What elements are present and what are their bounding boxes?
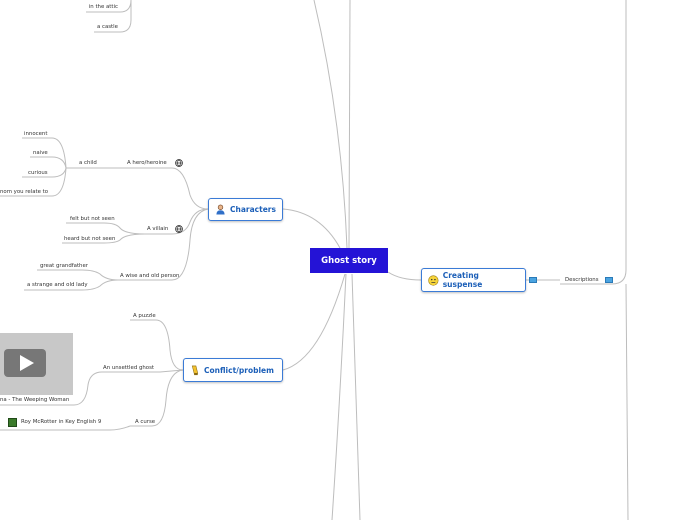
globe-icon[interactable]	[175, 159, 183, 167]
note-icon[interactable]	[529, 277, 537, 283]
video-thumbnail[interactable]	[0, 333, 73, 395]
central-topic-label: Ghost story	[321, 255, 377, 266]
leaf-villain[interactable]: A villain	[147, 226, 169, 232]
leaf-a-curse[interactable]: A curse	[135, 419, 156, 425]
leaf-in-the-attic[interactable]: in the attic	[88, 4, 118, 10]
smiley-icon	[428, 274, 439, 286]
bulb-icon	[191, 365, 199, 375]
leaf-a-puzzle[interactable]: A puzzle	[133, 313, 156, 319]
link-trunk-top-2	[313, 0, 348, 249]
leaf-wise-old-person[interactable]: A wise and old person	[120, 273, 180, 279]
link-trunk-bottom-2	[331, 273, 347, 520]
leaf-weeping-woman[interactable]: na - The Weeping Woman	[0, 397, 70, 403]
person-icon	[216, 204, 225, 215]
link-trunk-top	[348, 0, 351, 249]
topic-characters[interactable]: Characters	[208, 198, 283, 221]
leaf-a-castle[interactable]: a castle	[96, 24, 118, 30]
book-icon	[8, 418, 17, 427]
leaf-unsettled-ghost[interactable]: An unsettled ghost	[103, 365, 155, 371]
leaf-descriptions[interactable]: Descriptions	[565, 277, 599, 283]
leaf-heard-not-seen[interactable]: heard but not seen	[64, 236, 116, 242]
leaf-strange-old-lady[interactable]: a strange and old lady	[27, 282, 88, 288]
topic-creating-suspense[interactable]: Creating suspense	[421, 268, 526, 292]
globe-icon[interactable]	[175, 225, 183, 233]
leaf-roy-mcrotter[interactable]: Roy McRotter in Key English 9	[21, 419, 102, 425]
topic-conflict[interactable]: Conflict/problem	[183, 358, 283, 382]
leaf-felt-not-seen[interactable]: felt but not seen	[70, 216, 115, 222]
link-characters	[282, 208, 341, 249]
leaf-naive[interactable]: naive	[33, 150, 48, 156]
leaf-innocent[interactable]: innocent	[24, 131, 48, 137]
link-trunk-bottom	[351, 273, 361, 520]
leaf-a-child[interactable]: a child	[79, 160, 97, 166]
topic-conflict-label: Conflict/problem	[204, 365, 274, 375]
leaf-hero-heroine[interactable]: A hero/heroine	[127, 160, 167, 166]
link-conflict	[282, 273, 346, 371]
link-suspense	[387, 271, 422, 281]
note-icon[interactable]	[605, 277, 613, 283]
leaf-great-grandfather[interactable]: great grandfather	[40, 263, 89, 269]
central-topic[interactable]: Ghost story	[310, 248, 388, 273]
leaf-curious[interactable]: curious	[28, 170, 48, 176]
leaf-relate[interactable]: nom you relate to	[0, 189, 49, 195]
play-icon[interactable]	[4, 349, 46, 377]
topic-suspense-label: Creating suspense	[442, 271, 483, 289]
topic-characters-label: Characters	[230, 205, 276, 214]
